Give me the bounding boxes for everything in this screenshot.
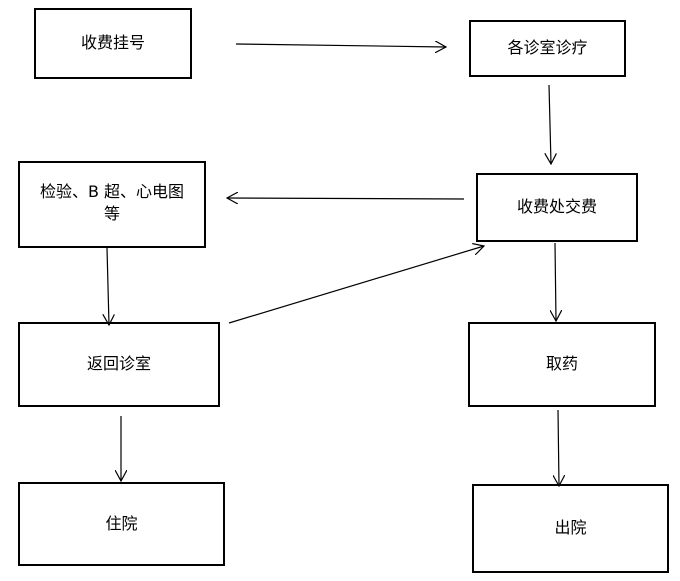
- node-hospitalize-label: 住院: [105, 513, 138, 533]
- node-return-clinic-label: 返回诊室: [86, 354, 151, 374]
- arrow-pharmacy-to-discharge: [558, 409, 559, 486]
- node-examination-label-line1: 检验、B 超、心电图: [39, 182, 185, 201]
- arrow-examination-to-return: [107, 247, 109, 325]
- node-examination: 检验、B 超、心电图 等: [18, 161, 206, 248]
- arrow-payment-to-examination: [227, 198, 465, 199]
- node-pharmacy-label: 取药: [545, 354, 578, 374]
- arrow-register-to-clinic: [235, 44, 446, 47]
- node-hospitalize: 住院: [18, 482, 225, 566]
- node-payment: 收费处交费: [476, 173, 638, 242]
- node-discharge: 出院: [472, 484, 669, 573]
- node-register: 收费挂号: [34, 8, 192, 79]
- node-register-label: 收费挂号: [80, 33, 145, 53]
- node-discharge-label: 出院: [554, 518, 587, 538]
- node-pharmacy: 取药: [468, 322, 656, 407]
- node-payment-label: 收费处交费: [516, 197, 597, 217]
- node-return-clinic: 返回诊室: [18, 322, 220, 407]
- node-clinic-treatment-label: 各诊室诊疗: [507, 38, 588, 58]
- arrow-return-to-payment: [228, 246, 484, 324]
- node-examination-label-line2: 等: [103, 204, 120, 224]
- arrow-clinic-to-payment: [549, 84, 551, 164]
- node-clinic-treatment: 各诊室诊疗: [469, 20, 626, 77]
- arrow-payment-to-pharmacy: [555, 242, 556, 321]
